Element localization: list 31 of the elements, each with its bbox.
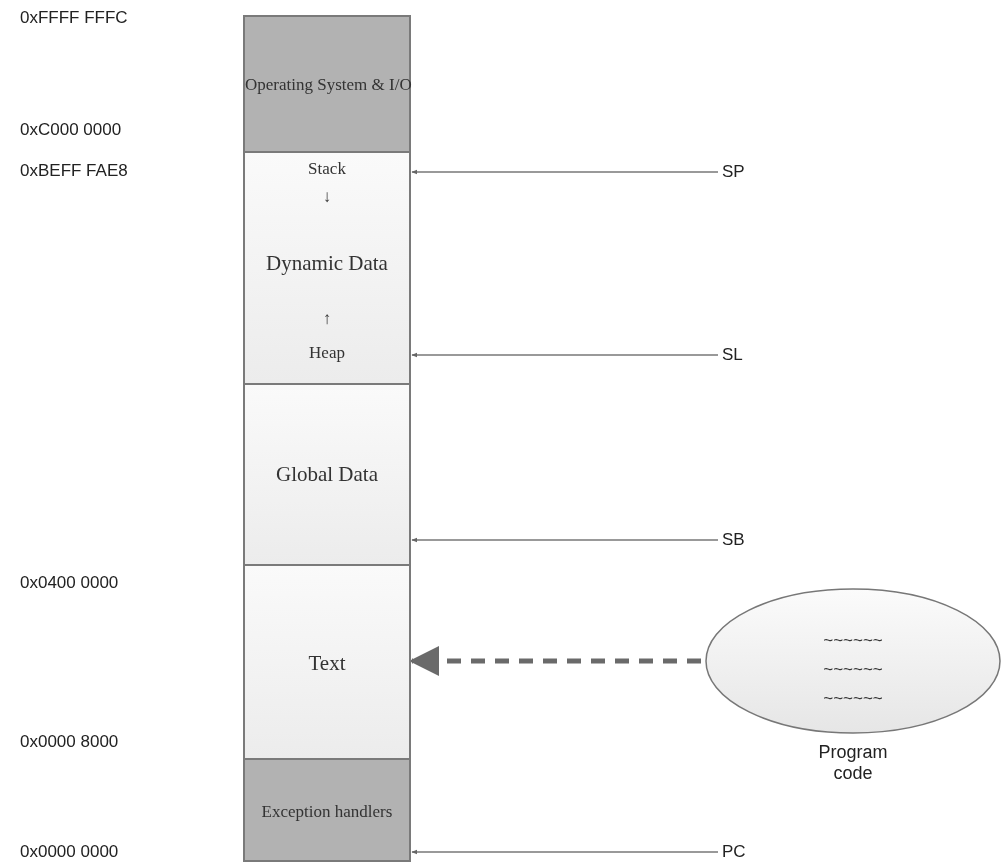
region-label: Operating System & I/O (245, 75, 412, 95)
region-label: Global Data (275, 462, 378, 487)
memory-segment (243, 758, 411, 862)
register-label: SL (722, 345, 743, 365)
leader-line (411, 537, 719, 543)
leader-line (411, 169, 719, 175)
region-label: Heap (309, 343, 345, 363)
address-label: 0x0000 0000 (20, 842, 119, 862)
register-label: SB (722, 530, 745, 550)
memory-segment (243, 15, 411, 153)
register-label: SP (722, 162, 745, 182)
memory-segment (243, 151, 411, 385)
direction-arrow: ↑ (322, 309, 332, 329)
address-label: 0x0400 0000 (20, 573, 119, 593)
region-label: Stack (308, 159, 346, 179)
direction-arrow: ↓ (322, 187, 332, 207)
region-label: Text (308, 651, 346, 676)
program-ellipse (705, 588, 1001, 734)
leader-line (411, 849, 719, 855)
address-label: 0xBEFF FAE8 (20, 161, 128, 181)
caption-text: Program code (817, 742, 889, 784)
memory-segment (243, 383, 411, 566)
register-label: PC (722, 842, 746, 862)
address-label: 0xFFFF FFFC (20, 8, 128, 28)
code-lines: ~~~~~~ ~~~~~~ ~~~~~~ (822, 630, 884, 710)
region-label: Dynamic Data (266, 251, 388, 276)
address-label: 0x0000 8000 (20, 732, 119, 752)
leader-line (411, 352, 719, 358)
memory-segment (243, 564, 411, 760)
region-label: Exception handlers (261, 802, 393, 822)
address-label: 0xC000 0000 (20, 120, 122, 140)
